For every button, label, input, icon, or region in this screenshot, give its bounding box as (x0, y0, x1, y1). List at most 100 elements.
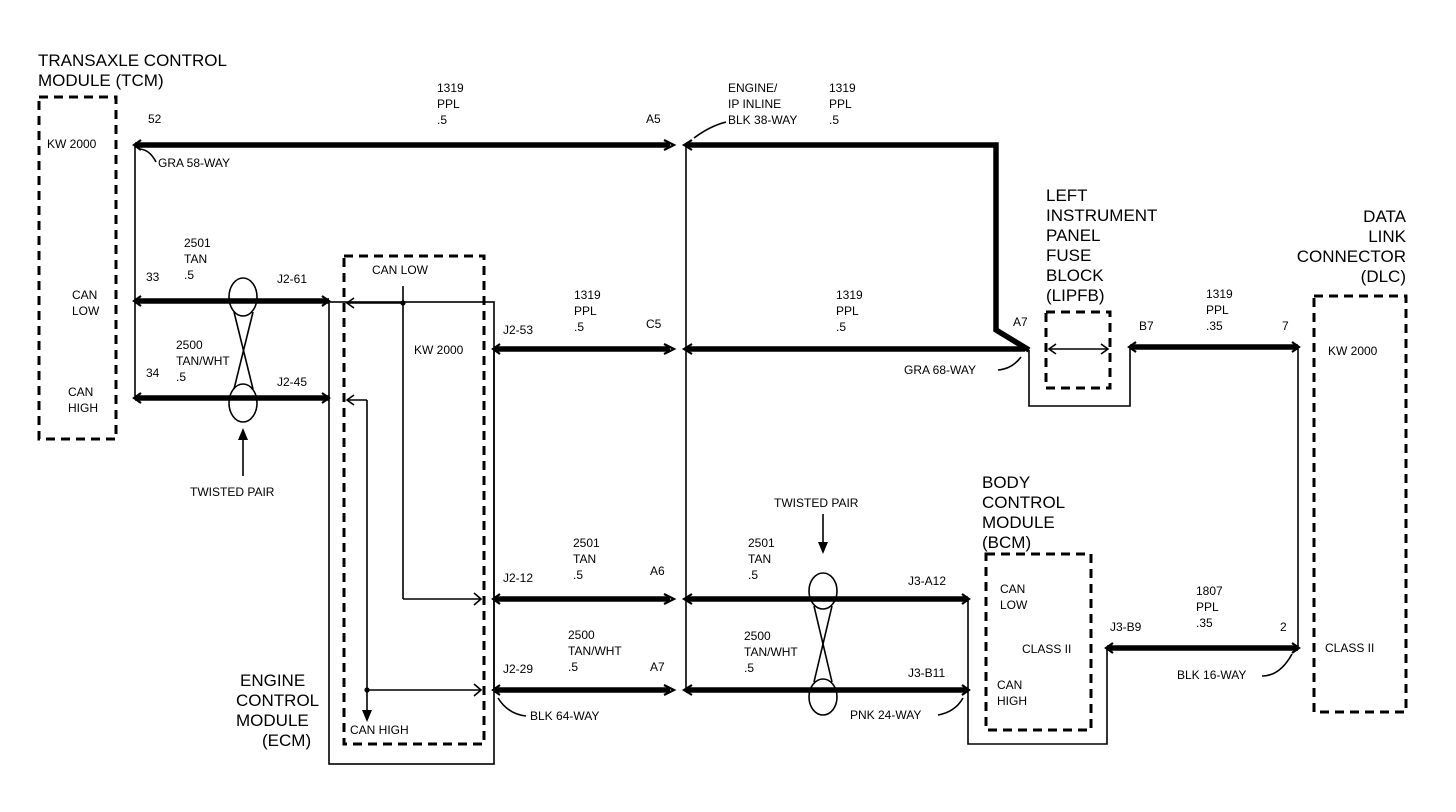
ecm-title: ENGINE (240, 671, 305, 690)
ecm-can-high-label: CAN HIGH (350, 723, 409, 737)
gra68-leader (997, 356, 1022, 371)
svg-text:TAN: TAN (748, 552, 771, 566)
svg-text:1319: 1319 (437, 81, 464, 95)
tcm-pin-34: 34 (146, 366, 160, 380)
ecm-outer-box (328, 301, 495, 765)
connector-arrow (681, 684, 693, 696)
ecm-pin-j2-29: J2-29 (503, 662, 533, 676)
svg-text:2501: 2501 (573, 536, 600, 550)
lipfb-pin-a7: A7 (1013, 315, 1028, 329)
dlc-title: LINK (1368, 227, 1406, 246)
svg-text:PPL: PPL (829, 97, 852, 111)
bcm-title: CONTROL (982, 493, 1065, 512)
dlc-title: DATA (1363, 207, 1406, 226)
connector-arrow (663, 593, 677, 605)
bcm-outline (967, 648, 1108, 745)
ecm-pin-j2-61: J2-61 (277, 272, 307, 286)
connector-arrow (961, 684, 971, 696)
inline-connector-label: ENGINE/ (728, 81, 778, 95)
tcm-title: MODULE (TCM) (38, 71, 164, 90)
wire-label-w5: 1319 PPL .5 (574, 288, 601, 334)
svg-text:TAN/WHT: TAN/WHT (568, 644, 622, 658)
bcm-class2-label: CLASS II (1022, 642, 1071, 656)
svg-text:.5: .5 (176, 370, 186, 384)
tcm-can-high-label: HIGH (68, 401, 98, 415)
bcm-title: BODY (982, 473, 1030, 492)
svg-text:1319: 1319 (836, 288, 863, 302)
svg-text:PPL: PPL (574, 304, 597, 318)
dlc-pin-2: 2 (1280, 620, 1287, 634)
svg-text:1319: 1319 (574, 288, 601, 302)
connector-arrow (1104, 642, 1114, 654)
ecm-pin-j2-45: J2-45 (277, 375, 307, 389)
svg-text:.5: .5 (573, 568, 583, 582)
wire-label-w11: 2500 TAN/WHT .5 (744, 629, 798, 675)
connector-arrow (663, 343, 677, 355)
wire-label-w10: 2501 TAN .5 (748, 536, 775, 582)
lipfb-title: LEFT (1046, 186, 1088, 205)
svg-text:.35: .35 (1196, 616, 1213, 630)
svg-text:1319: 1319 (829, 81, 856, 95)
connector-arrow (1127, 341, 1137, 353)
dlc-kw2000-label: KW 2000 (1328, 344, 1378, 358)
gra68-connector-outline (1028, 347, 1131, 407)
wire-1319-top (135, 142, 1031, 353)
bcm-can-high-label: CAN (997, 678, 1022, 692)
gra58-connector-label: GRA 58-WAY (158, 156, 230, 170)
svg-text:PPL: PPL (1196, 600, 1219, 614)
twisted-pair-note: TWISTED PAIR (190, 485, 275, 499)
svg-text:.5: .5 (184, 268, 194, 282)
svg-text:TAN: TAN (573, 552, 596, 566)
tcm-box (37, 95, 118, 441)
gra58-leader (139, 148, 157, 163)
lipfb-title: FUSE (1046, 246, 1091, 265)
twisted-pair-note: TWISTED PAIR (774, 496, 859, 510)
ecm-can-low-label: CAN LOW (372, 263, 429, 277)
tcm-can-low-label: CAN (72, 288, 97, 302)
connector-arrow (321, 295, 331, 307)
inline-connector-label: IP INLINE (728, 97, 781, 111)
inline-pin-a7: A7 (650, 660, 665, 674)
dlc-box (1312, 294, 1408, 714)
bcm-title: MODULE (982, 513, 1055, 532)
lipfb-box (1044, 310, 1112, 390)
twisted-pair-arrow (818, 514, 828, 554)
dlc-pin-7: 7 (1282, 319, 1289, 333)
svg-text:2501: 2501 (184, 236, 211, 250)
connector-arrow (491, 684, 501, 696)
svg-text:PPL: PPL (836, 304, 859, 318)
wire-label-w12: 1807 PPL .35 (1196, 584, 1223, 630)
connector-arrow (132, 295, 142, 307)
connector-arrow (1291, 341, 1301, 353)
tcm-pin-33: 33 (146, 270, 160, 284)
bcm-title: (BCM) (982, 533, 1031, 552)
bcm-box (984, 552, 1093, 732)
connector-arrow (681, 593, 693, 605)
wire-label-w4: 2500 TAN/WHT .5 (176, 338, 230, 384)
ecm-can-low-routing (345, 286, 483, 606)
ecm-kw2000-label: KW 2000 (414, 343, 464, 357)
tcm-kw2000-label: KW 2000 (47, 137, 97, 151)
wire-label-w8: 2501 TAN .5 (573, 536, 600, 582)
connector-arrow (321, 392, 331, 404)
wire-label-w6: 1319 PPL .5 (836, 288, 863, 334)
tcm-can-high-label: CAN (68, 385, 93, 399)
connector-arrow (132, 392, 142, 404)
tcm-pin-52: 52 (148, 112, 162, 126)
ecm-pin-j2-12: J2-12 (503, 571, 533, 585)
lipfb-title: (LIPFB) (1046, 286, 1105, 305)
bcm-can-high-label: HIGH (997, 694, 1027, 708)
wire-label-w3: 2501 TAN .5 (184, 236, 211, 282)
svg-text:1319: 1319 (1206, 287, 1233, 301)
lipfb-title: BLOCK (1046, 266, 1104, 285)
connector-arrow (681, 343, 693, 355)
pnk24-leader (937, 697, 964, 716)
bcm-pin-j3-a12: J3-A12 (908, 574, 946, 588)
tcm-can-low-label: LOW (72, 304, 100, 318)
svg-text:.5: .5 (836, 320, 846, 334)
wire-label-w2: 1319 PPL .5 (829, 81, 856, 127)
svg-text:2500: 2500 (744, 629, 771, 643)
svg-text:.5: .5 (437, 113, 447, 127)
svg-text:.5: .5 (744, 661, 754, 675)
bcm-pin-j3-b9: J3-B9 (1110, 620, 1142, 634)
